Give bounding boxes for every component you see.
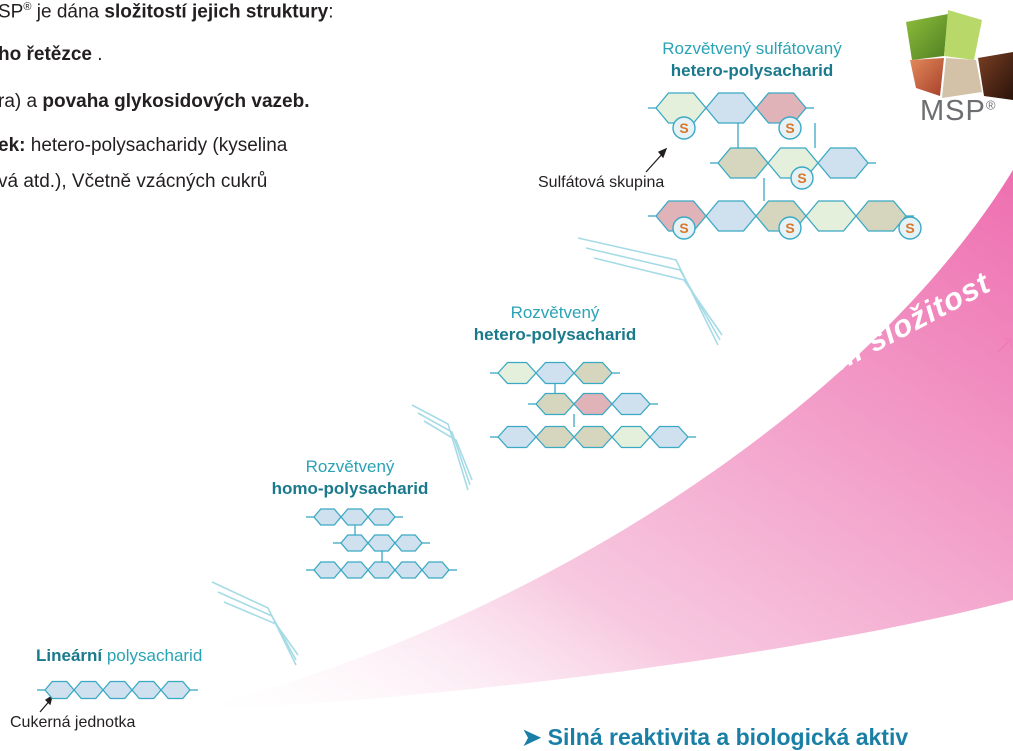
- sulfate-group-icon: [790, 166, 814, 190]
- label-top: Rozvětvený: [305, 457, 395, 476]
- intro-bold: ek:: [0, 135, 26, 156]
- bottom-callout: ➤ Silná reaktivita a biologická aktiv: [522, 724, 909, 750]
- sugar-hexagon: [535, 425, 575, 449]
- sugar-hexagon: [497, 425, 537, 449]
- label-bold: hetero-polysacharid: [670, 61, 834, 80]
- sugar-hexagon: [367, 534, 396, 552]
- annotation-sulfate-group: Sulfátová skupina: [538, 174, 665, 191]
- logo-wordmark: MSP: [920, 95, 986, 127]
- logo-mark: [906, 10, 1013, 100]
- sugar-hexagon: [394, 534, 423, 552]
- sugar-hexagon: [102, 680, 133, 700]
- intro-text: ra) a: [0, 91, 43, 112]
- label-bold: Lineární: [36, 646, 103, 665]
- sugar-hexagon: [340, 508, 369, 526]
- sulfate-group-icon: [898, 216, 922, 240]
- sugar-hexagon: [705, 200, 757, 232]
- sulfate-group-icon: [778, 216, 802, 240]
- intro-text: vá atd.), Včetně vzácných cukrů: [0, 171, 268, 192]
- sulfate-group-icon: [672, 116, 696, 140]
- label-top: Rozvětvený sulfátovaný: [662, 39, 842, 58]
- small-arrow-icon: [997, 338, 1012, 353]
- sugar-hexagon: [611, 392, 651, 416]
- sugar-hexagon: [573, 425, 613, 449]
- label-sulfated: Rozvětvený sulfátovaný hetero-polysachar…: [622, 38, 882, 82]
- sugar-hexagon: [717, 147, 769, 179]
- sugar-hexagon: [649, 425, 689, 449]
- sugar-hexagon: [705, 92, 757, 124]
- intro-text: hetero-polysacharidy (kyselina: [25, 135, 288, 156]
- intro-line-4: ek: hetero-polysacharidy (kyselina: [0, 135, 287, 157]
- sugar-hexagon: [817, 147, 869, 179]
- intro-text: SP: [0, 1, 24, 23]
- label-linear: Lineární polysacharid: [36, 645, 202, 667]
- label-top: Rozvětvený: [510, 303, 600, 322]
- motion-lines: [211, 237, 723, 666]
- complexity-arrow: [180, 170, 1013, 712]
- sugar-hexagon: [160, 680, 191, 700]
- label-bold: homo-polysacharid: [271, 479, 429, 498]
- sugar-hexagon: [340, 561, 369, 579]
- intro-text: :: [328, 1, 334, 23]
- sulfate-group-label: S: [679, 120, 688, 136]
- sugar-hexagon: [497, 361, 537, 385]
- label-bold: hetero-polysacharid: [473, 325, 637, 344]
- sugar-hexagon: [73, 680, 104, 700]
- sugar-hexagon: [535, 361, 575, 385]
- logo-text: MSP®: [920, 95, 996, 128]
- pointer-arrows: [39, 147, 668, 713]
- intro-text: je dána: [31, 1, 105, 23]
- registered-mark: ®: [985, 97, 997, 113]
- sulfate-group-icon: [672, 216, 696, 240]
- intro-bold: ho řetězce: [0, 44, 92, 65]
- sugar-hexagon: [367, 561, 396, 579]
- intro-line-2: ho řetězce .: [0, 44, 103, 66]
- intro-line-3: ra) a povaha glykosidových vazeb.: [0, 91, 310, 113]
- registered-mark: ®: [23, 1, 32, 13]
- sugar-hexagon: [535, 392, 575, 416]
- sulfate-group-icon: [778, 116, 802, 140]
- sugar-hexagon: [421, 561, 450, 579]
- sulfate-group-label: S: [797, 170, 806, 186]
- sulfate-group-label: S: [785, 120, 794, 136]
- molecules: S S S S S S: [37, 92, 922, 700]
- label-text: polysacharid: [102, 646, 203, 665]
- sulfate-group-label: S: [905, 220, 914, 236]
- sugar-hexagon: [394, 561, 423, 579]
- sugar-hexagon: [313, 508, 342, 526]
- sulfate-group-label: S: [785, 220, 794, 236]
- sugar-hexagon: [805, 200, 857, 232]
- label-homo: Rozvětvený homo-polysacharid: [250, 456, 450, 500]
- intro-line-5: vá atd.), Včetně vzácných cukrů: [0, 171, 267, 193]
- intro-text: .: [91, 44, 103, 65]
- sugar-hexagon: [573, 361, 613, 385]
- sulfate-group-label: S: [679, 220, 688, 236]
- sugar-hexagon: [611, 425, 651, 449]
- label-hetero: Rozvětvený hetero-polysacharid: [455, 302, 655, 346]
- sugar-hexagon: [131, 680, 162, 700]
- sugar-hexagon: [573, 392, 613, 416]
- intro-line-1: SP® je dána složitostí jejich struktury:: [0, 1, 333, 23]
- intro-bold: složitostí jejich struktury: [104, 1, 329, 23]
- sugar-hexagon: [44, 680, 75, 700]
- intro-bold: povaha glykosidových vazeb.: [42, 91, 310, 112]
- sugar-hexagon: [755, 92, 807, 124]
- sugar-hexagon: [313, 561, 342, 579]
- annotation-sugar-unit: Cukerná jednotka: [10, 714, 136, 731]
- sugar-hexagon: [367, 508, 396, 526]
- sugar-hexagon: [340, 534, 369, 552]
